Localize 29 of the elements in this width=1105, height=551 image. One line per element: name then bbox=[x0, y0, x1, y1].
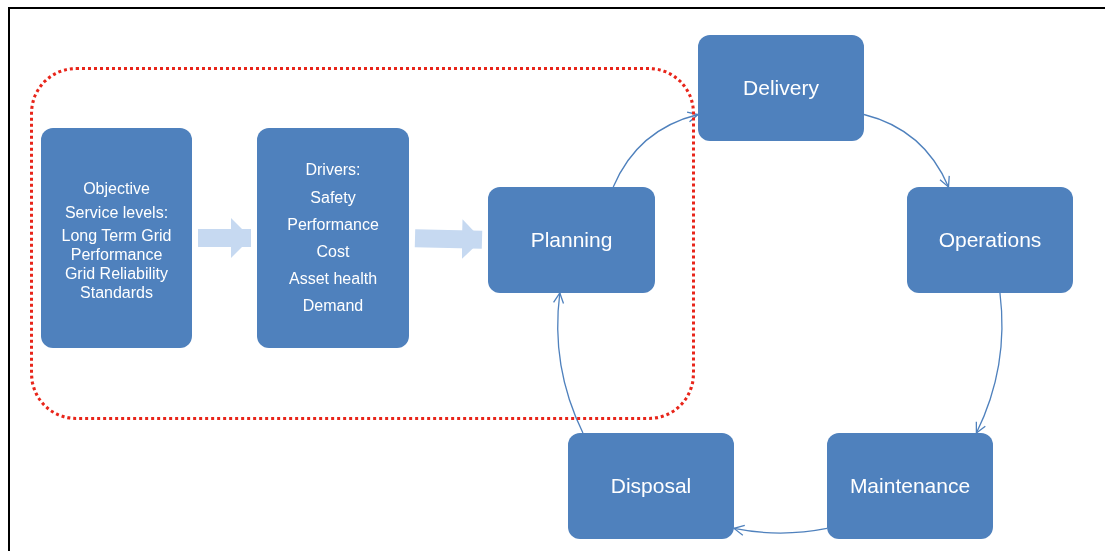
box-text: Maintenance bbox=[849, 473, 971, 499]
box-text: Objective bbox=[83, 179, 150, 199]
process-box bbox=[698, 35, 864, 141]
block-arrow bbox=[414, 219, 483, 260]
curved-arrow bbox=[733, 524, 828, 536]
process-box bbox=[907, 187, 1073, 293]
curved-arrow bbox=[612, 111, 699, 188]
curved-arrow bbox=[553, 292, 584, 434]
box-text: Disposal bbox=[610, 473, 692, 499]
process-box bbox=[827, 433, 993, 539]
process-box bbox=[41, 128, 192, 348]
box-text: Performance bbox=[287, 214, 379, 234]
dotted-region bbox=[30, 67, 695, 420]
box-text: Asset health bbox=[288, 269, 378, 289]
box-text: Planning bbox=[530, 227, 613, 253]
curved-arrow bbox=[975, 292, 1003, 434]
box-text: Cost bbox=[316, 242, 350, 262]
box-text: Drivers: bbox=[305, 160, 361, 180]
box-text: Long Term Grid Performance Grid Reliability Standards bbox=[60, 225, 173, 303]
block-arrow bbox=[198, 218, 251, 258]
box-text: Service levels: bbox=[64, 202, 169, 222]
process-box bbox=[488, 187, 655, 293]
box-text: Demand bbox=[302, 296, 364, 316]
curved-arrow bbox=[863, 113, 950, 188]
process-box bbox=[568, 433, 734, 539]
box-text: Delivery bbox=[743, 75, 819, 101]
process-box bbox=[257, 128, 409, 348]
box-text: Safety bbox=[310, 187, 356, 207]
box-text: Operations bbox=[938, 227, 1042, 253]
